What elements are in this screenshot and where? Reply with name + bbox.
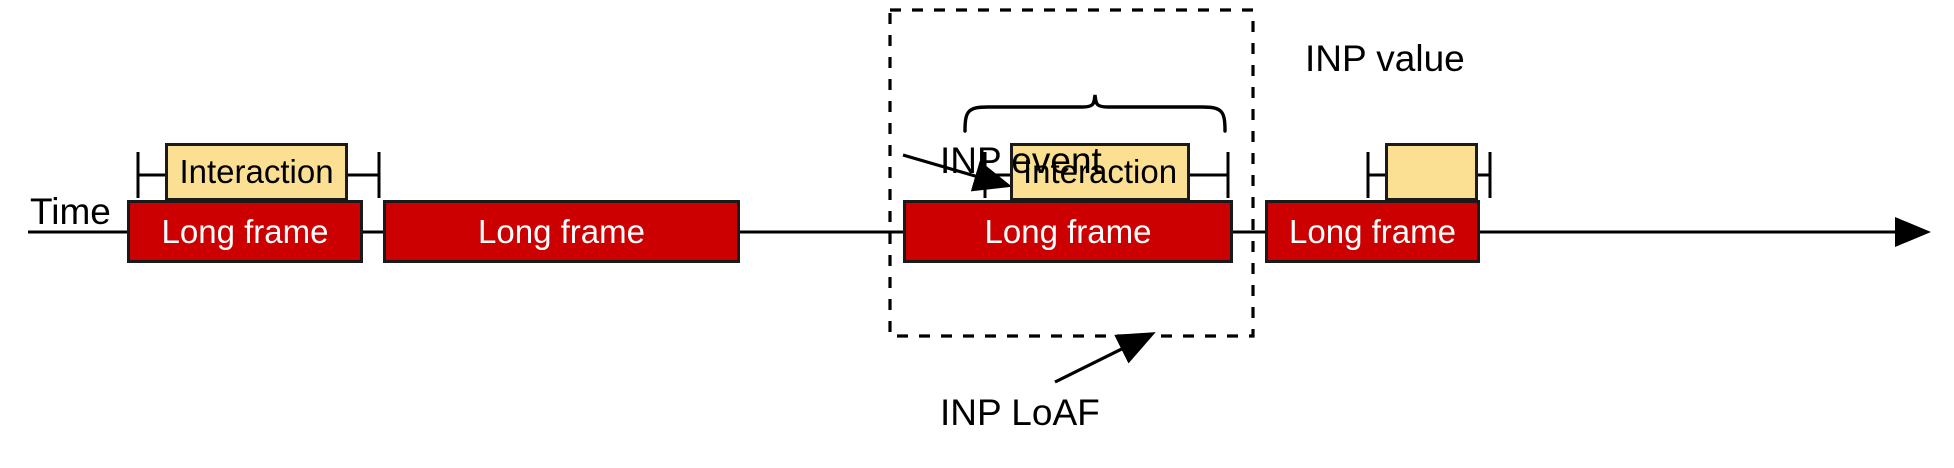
inp-event-label: INP event	[940, 140, 1102, 181]
inp-region-dashed-box	[888, 8, 1255, 338]
inp-value-label: INP value	[1305, 38, 1465, 79]
interaction-label: Interaction	[179, 153, 334, 190]
interaction-whisker-group-1	[136, 152, 381, 198]
interaction-box-2-inp[interactable]: Interaction	[1010, 143, 1190, 201]
inp-value-brace	[963, 94, 1227, 133]
inp-event-leader-arrow	[902, 153, 1013, 192]
interaction-box-3[interactable]	[1385, 143, 1478, 201]
long-frame-label: Long frame	[161, 212, 329, 250]
long-frame-box-3[interactable]: Long frame	[903, 200, 1233, 263]
long-frame-box-4[interactable]: Long frame	[1265, 200, 1480, 263]
long-frame-label: Long frame	[478, 212, 645, 250]
interaction-box-1[interactable]: Interaction	[165, 143, 348, 201]
long-frame-box-2[interactable]: Long frame	[383, 200, 740, 263]
inp-loaf-leader-arrow	[1054, 332, 1156, 384]
long-frame-label: Long frame	[984, 212, 1152, 250]
interaction-label: Interaction	[1022, 153, 1178, 190]
long-frame-label: Long frame	[1289, 212, 1456, 250]
interaction-whisker-group-3	[1366, 152, 1492, 198]
inp-loaf-label: INP LoAF	[940, 392, 1100, 433]
time-axis-label: Time	[30, 191, 111, 232]
long-frame-box-1[interactable]: Long frame	[127, 200, 363, 263]
